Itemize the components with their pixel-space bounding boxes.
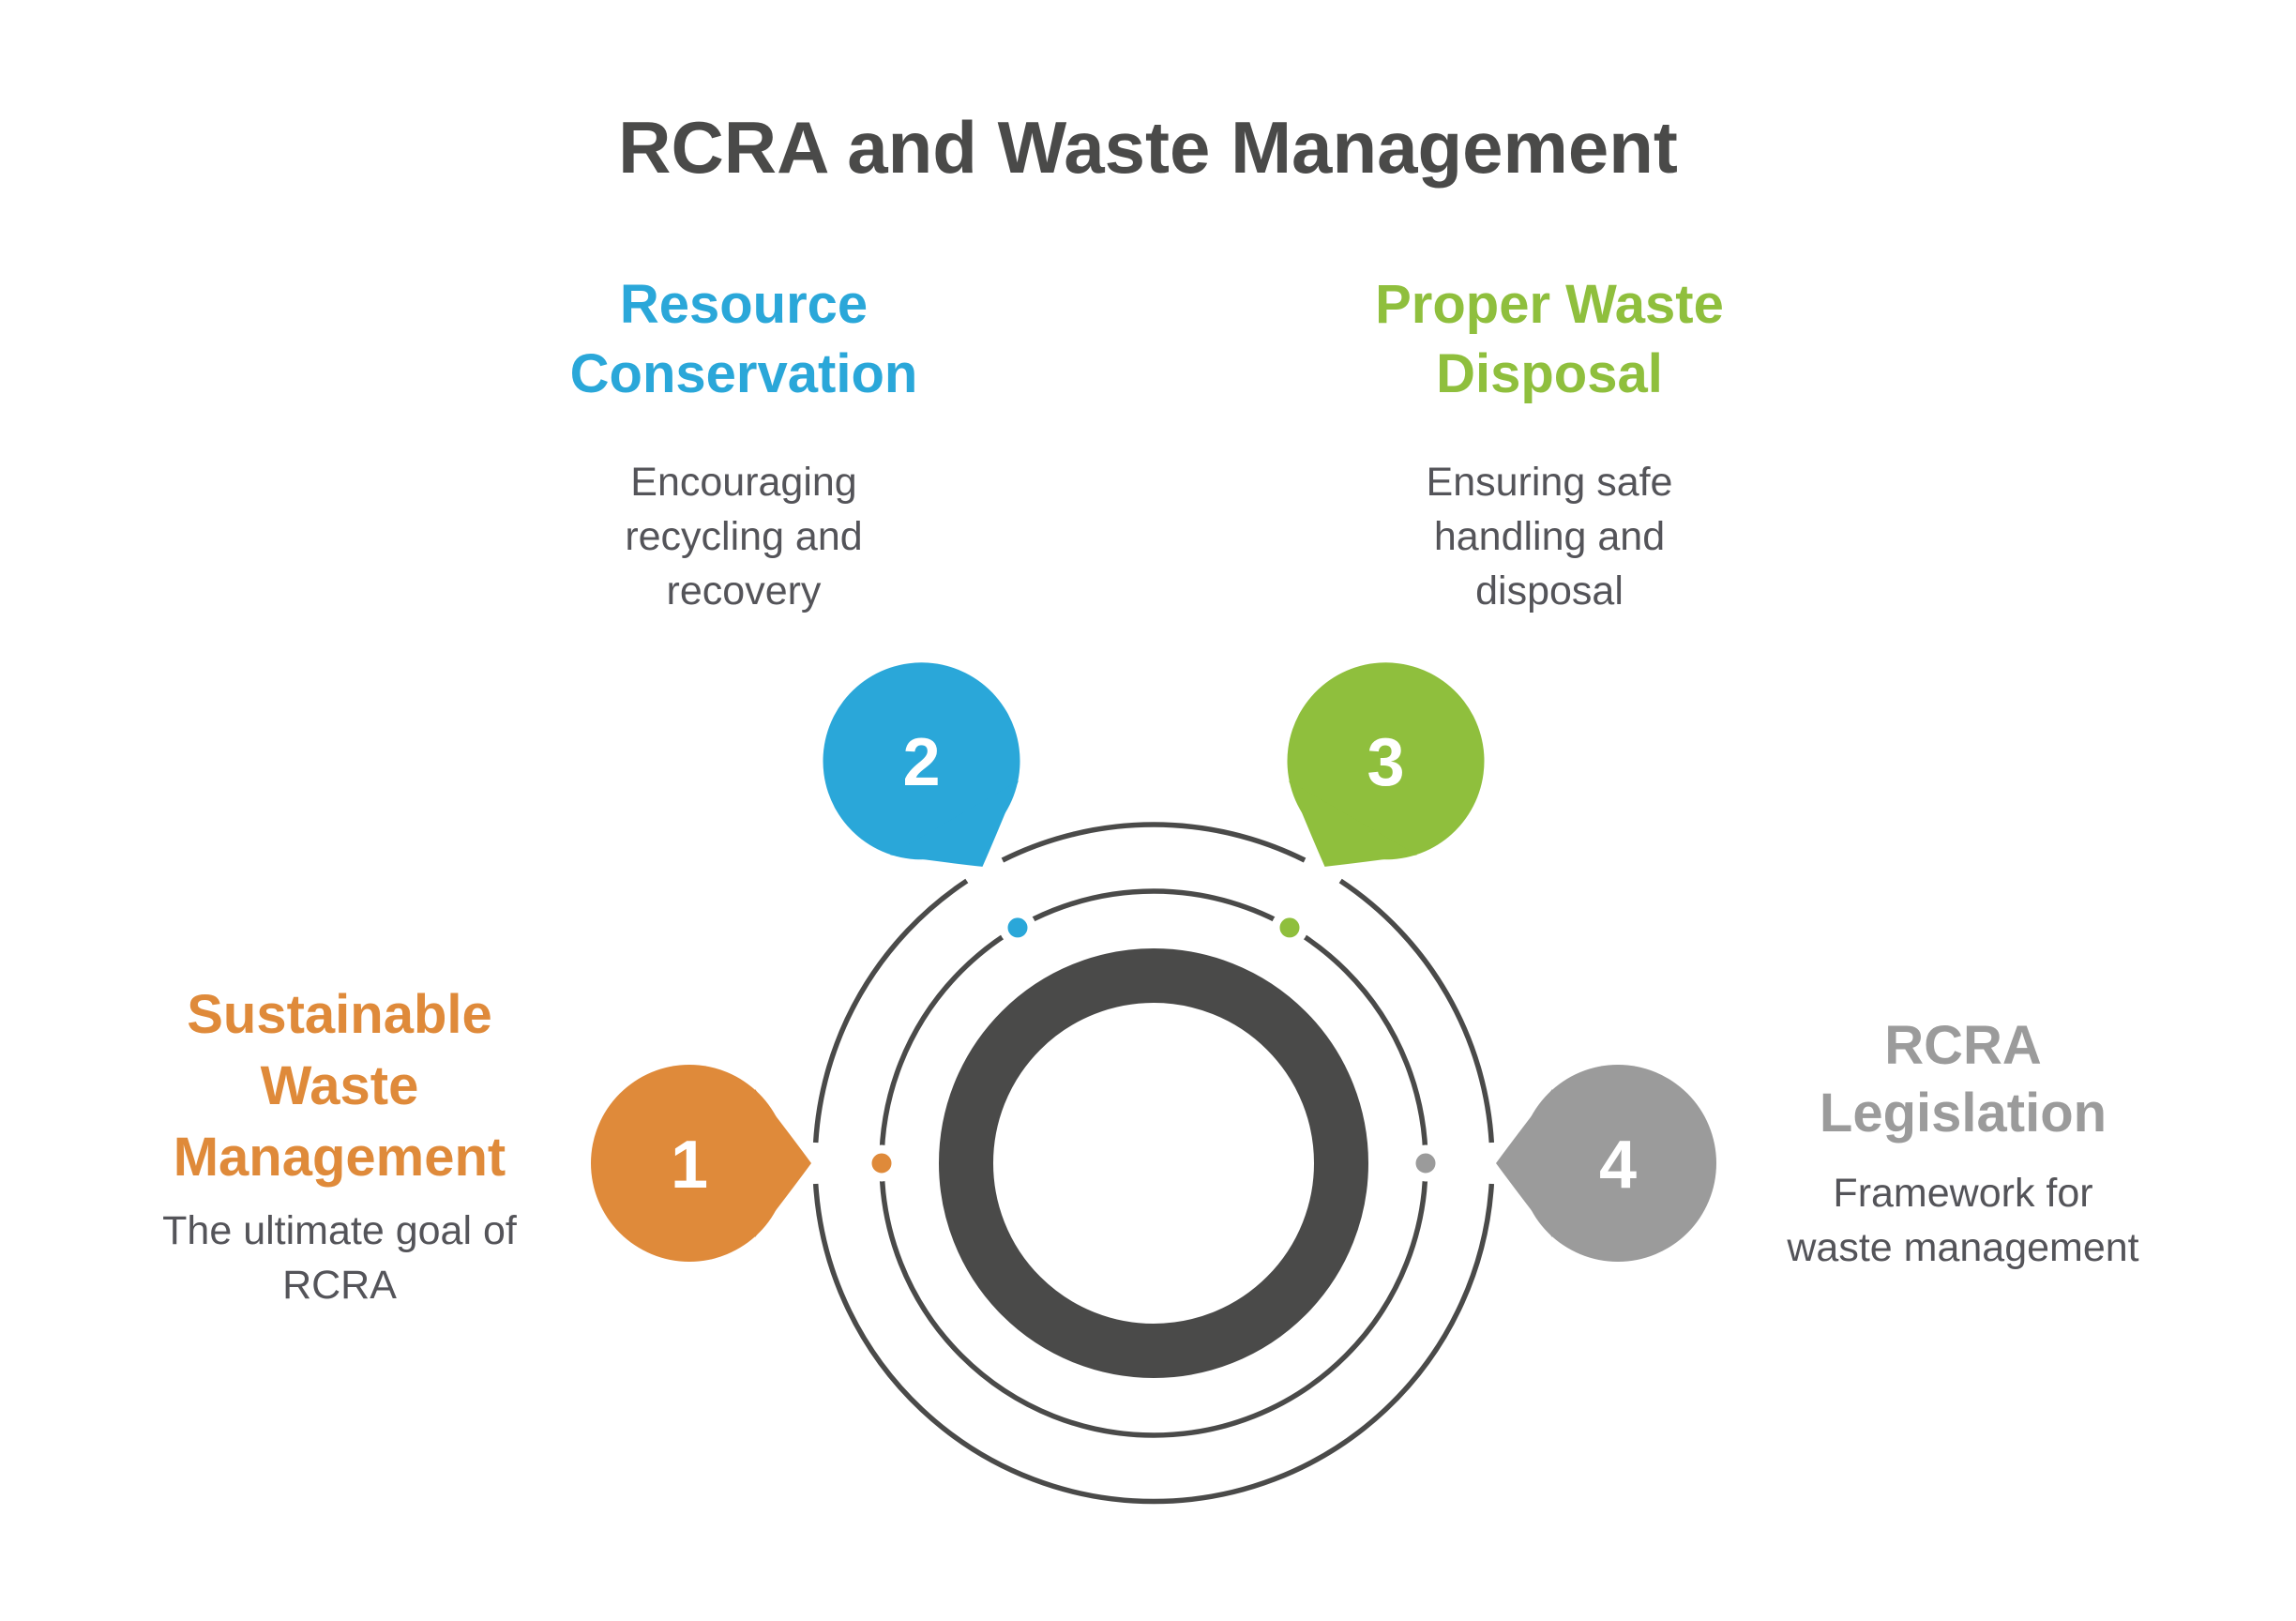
step-1-text-block: Sustainable Waste Management The ultimat… <box>105 979 574 1312</box>
step-3-description: Ensuring safe handling and disposal <box>1315 455 1784 618</box>
description-line: Ensuring safe <box>1426 460 1673 505</box>
step-2-text-block: Resource Conservation Encouraging recycl… <box>509 270 978 618</box>
heading-line: Sustainable <box>187 984 492 1045</box>
step-1-bubble <box>591 1065 811 1262</box>
step-3-dot <box>1271 909 1308 947</box>
description-line: Framework for <box>1833 1171 2093 1216</box>
heading-line: Proper Waste <box>1375 274 1724 335</box>
step-4-description: Framework for waste management <box>1729 1166 2198 1275</box>
description-line: recycling and <box>625 514 863 559</box>
heading-line: Waste <box>260 1055 419 1116</box>
step-4-bubble <box>1496 1065 1716 1262</box>
heading-line: Disposal <box>1436 343 1663 404</box>
step-4-heading: RCRA Legislation <box>1729 1012 2198 1147</box>
step-2-dot <box>999 909 1036 947</box>
description-line: The ultimate goal of <box>162 1208 517 1253</box>
description-line: RCRA <box>282 1263 397 1308</box>
heading-line: Legislation <box>1819 1083 2107 1144</box>
heading-line: RCRA <box>1884 1015 2042 1076</box>
step-3-number: 3 <box>1367 725 1404 800</box>
inner-thick-ring <box>939 948 1368 1378</box>
step-1-dot <box>863 1144 900 1182</box>
step-4-dot <box>1407 1144 1444 1182</box>
step-3-bubble <box>1287 662 1485 867</box>
step-3-heading: Proper Waste Disposal <box>1315 270 1784 409</box>
step-2-bubble <box>823 662 1020 867</box>
outer-circle <box>812 822 1495 1505</box>
description-line: Encouraging <box>630 460 857 505</box>
step-2-number: 2 <box>902 725 940 800</box>
description-line: recovery <box>666 568 822 614</box>
heading-line: Resource <box>619 274 869 335</box>
step-1-heading: Sustainable Waste Management <box>105 979 574 1193</box>
description-line: handling and <box>1433 514 1666 559</box>
heading-line: Conservation <box>569 343 918 404</box>
step-4-text-block: RCRA Legislation Framework for waste man… <box>1729 1012 2198 1275</box>
step-1-number: 1 <box>671 1128 708 1203</box>
step-2-description: Encouraging recycling and recovery <box>509 455 978 618</box>
description-line: disposal <box>1475 568 1624 614</box>
page-title: RCRA and Waste Management <box>618 106 1678 189</box>
heading-line: Management <box>173 1127 506 1188</box>
description-line: waste management <box>1787 1225 2139 1270</box>
step-2-heading: Resource Conservation <box>509 270 978 409</box>
step-3-text-block: Proper Waste Disposal Ensuring safe hand… <box>1315 270 1784 618</box>
step-4-number: 4 <box>1599 1128 1637 1203</box>
step-1-description: The ultimate goal of RCRA <box>105 1204 574 1312</box>
